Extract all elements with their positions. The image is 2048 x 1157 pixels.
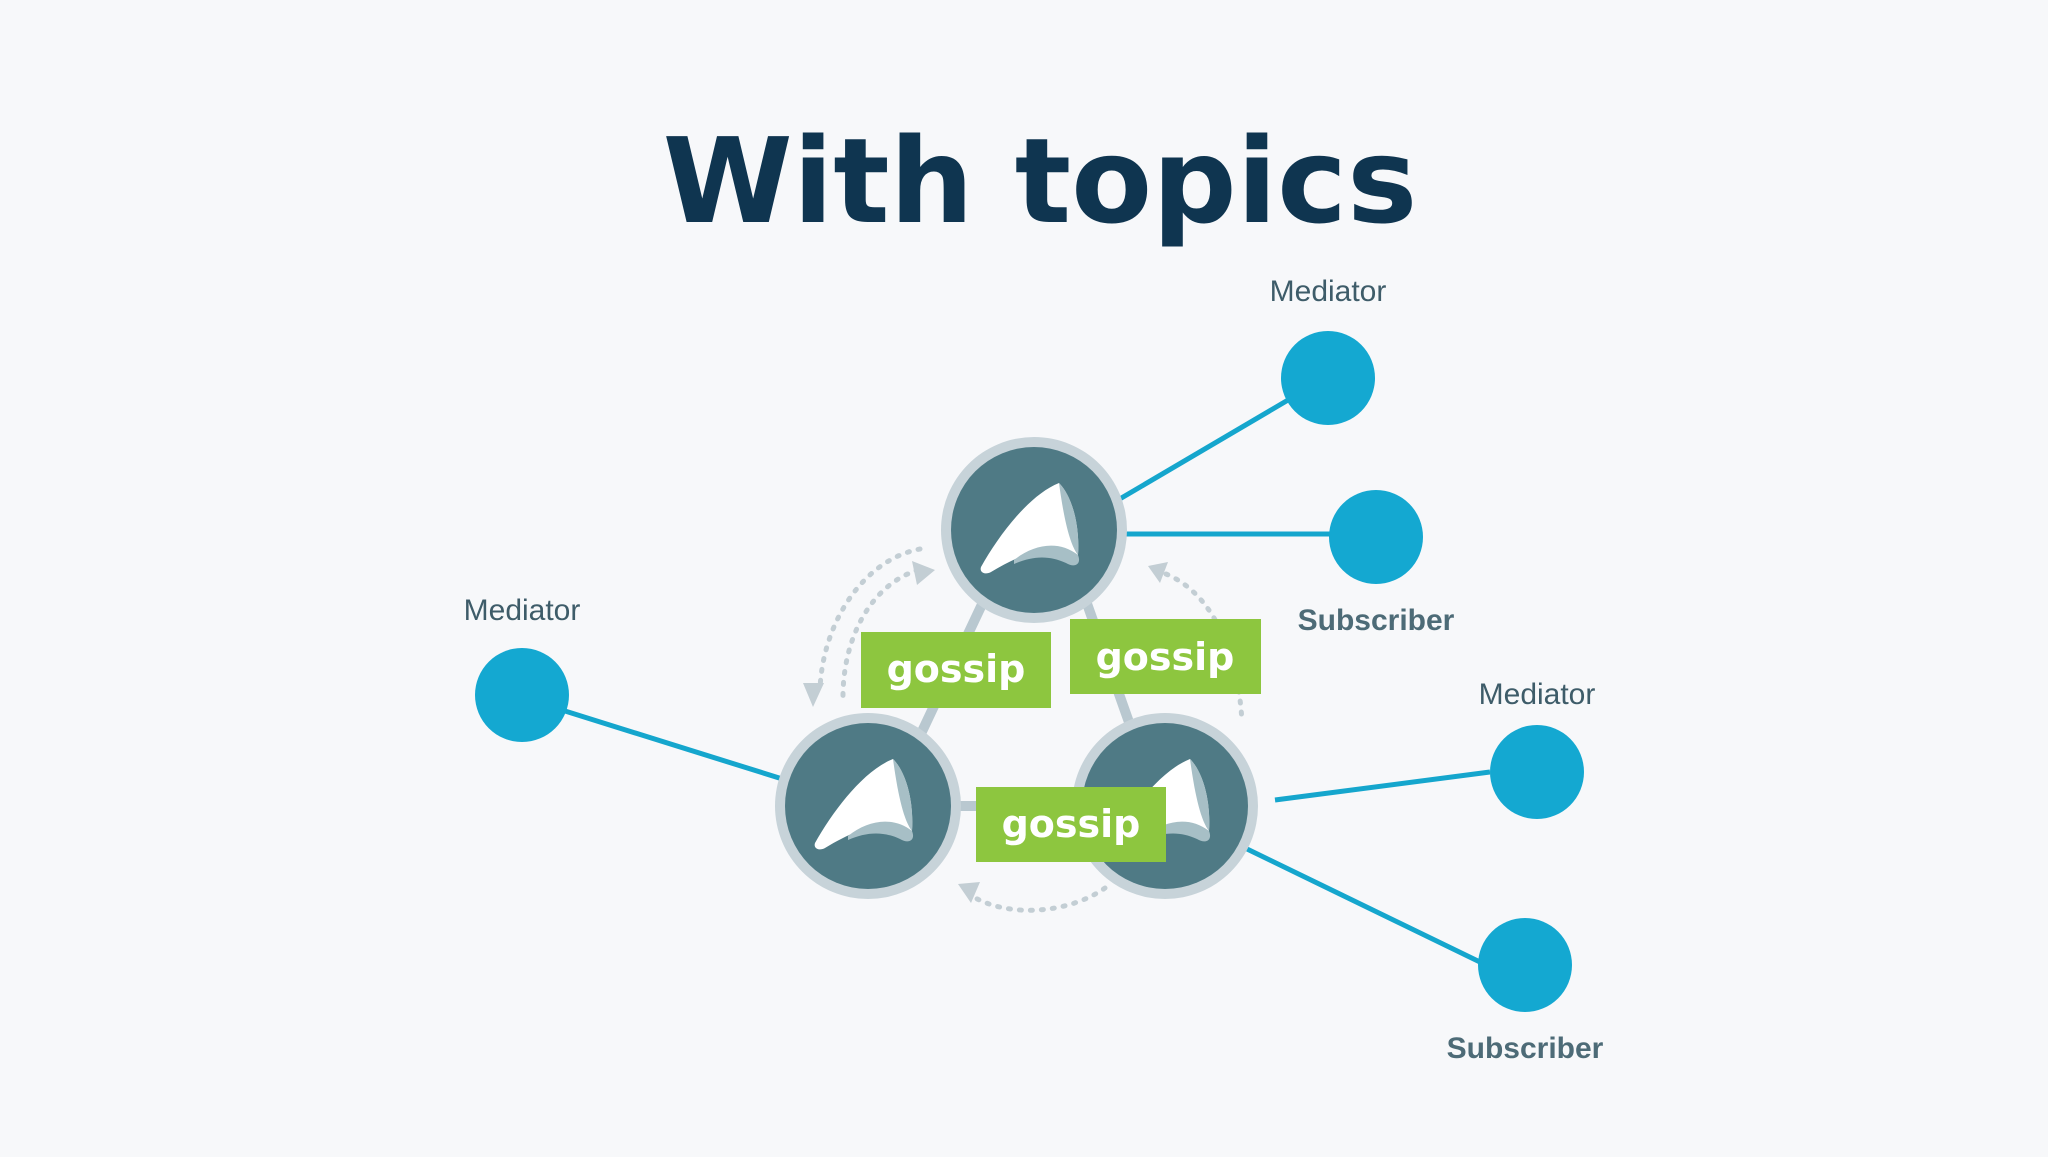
mediator-node-top[interactable]	[1281, 331, 1375, 425]
subscriber-node-top[interactable]	[1329, 490, 1423, 584]
gossip-label-right: gossip	[1070, 619, 1261, 694]
mediator-label-top: Mediator	[1270, 275, 1387, 308]
page-title: With topics	[663, 112, 1418, 250]
mediator-node-left[interactable]	[475, 648, 569, 742]
mediator-label-left: Mediator	[464, 594, 581, 627]
edge-broker-right-mediator	[1274, 769, 1491, 803]
gossip-text: gossip	[1096, 635, 1235, 679]
cycle-arrow-inner-left	[840, 567, 921, 703]
edge-broker-left-mediator	[564, 708, 793, 785]
subscriber-node-bottom[interactable]	[1478, 918, 1572, 1012]
cycle-arrow-outer-left	[817, 546, 923, 693]
gossip-text: gossip	[887, 647, 1026, 691]
arrowhead-down-left	[803, 683, 824, 707]
mediator-label-right: Mediator	[1479, 678, 1596, 711]
subscriber-label-top: Subscriber	[1298, 604, 1455, 637]
gossip-label-left: gossip	[861, 632, 1051, 708]
edge-broker-right-subscriber	[1243, 845, 1484, 966]
broker-node-left[interactable]	[775, 713, 961, 899]
edge-broker-top-mediator	[1116, 390, 1302, 503]
broker-node-top[interactable]	[941, 437, 1127, 623]
gossip-text: gossip	[1002, 802, 1141, 846]
cycle-arrow-bottom	[969, 885, 1108, 913]
mediator-node-right[interactable]	[1490, 725, 1584, 819]
arrowhead-up-right	[1148, 562, 1168, 583]
gossip-label-bottom: gossip	[976, 787, 1166, 862]
arrowhead-bottom	[958, 882, 980, 903]
arrowhead-up-left	[912, 561, 935, 585]
subscriber-label-bottom: Subscriber	[1447, 1032, 1604, 1065]
